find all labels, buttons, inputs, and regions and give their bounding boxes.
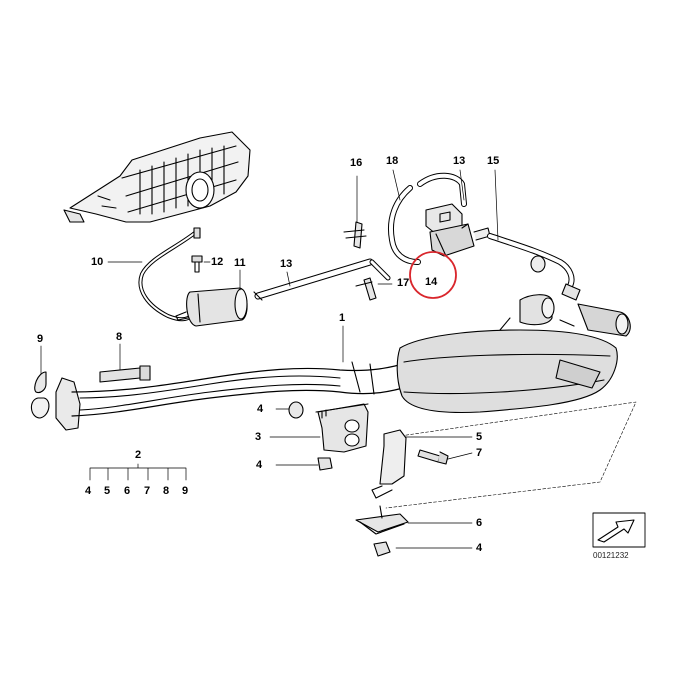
callout-2: 2 (135, 449, 142, 461)
front-flange-drawing (30, 365, 151, 431)
nut-4-bottom-drawing (373, 541, 391, 557)
nut-4-lower-drawing (317, 457, 333, 471)
callout-16: 16 (350, 157, 363, 169)
callout-10: 10 (91, 256, 104, 268)
connector-17-drawing (355, 259, 391, 301)
rear-muffler-drawing (396, 294, 631, 413)
connector-16-drawing (343, 221, 367, 249)
callout-9: 9 (37, 333, 44, 345)
callout-1: 1 (339, 312, 346, 324)
callout-15: 15 (487, 155, 500, 167)
figure-code: 00121232 (593, 551, 629, 560)
callout-14: 14 (425, 276, 438, 288)
callout-2-list-8: 8 (163, 485, 170, 497)
callout-2-list-4: 4 (85, 485, 92, 497)
callout-2-list-9: 9 (182, 485, 189, 497)
pipe-15-drawing (487, 233, 581, 301)
hose-13-upper-drawing (417, 172, 467, 207)
bolt-12-drawing (191, 255, 203, 273)
callout-2-list-6: 6 (124, 485, 131, 497)
hose-18-drawing (388, 185, 421, 265)
callout-13-lower: 13 (280, 258, 293, 270)
callout-8: 8 (116, 331, 123, 343)
dashed-guide (385, 401, 637, 509)
bolt-7-drawing (417, 449, 449, 465)
callout-4-middle: 4 (256, 459, 263, 471)
leader-lines (40, 169, 499, 549)
highlight-circle (409, 251, 457, 299)
callout-11: 11 (234, 257, 246, 269)
clamp-6-drawing (355, 505, 409, 535)
line-13-drawing (253, 258, 374, 301)
callout-7: 7 (476, 447, 483, 459)
canister-11-drawing (175, 287, 248, 327)
callout-17: 17 (397, 277, 410, 289)
callout-6: 6 (476, 517, 483, 529)
hanger-5-drawing (371, 429, 407, 499)
callout-18: 18 (386, 155, 399, 167)
exhaust-pipe-1-drawing (71, 361, 411, 417)
valve-14-drawing (425, 203, 491, 257)
direction-arrow-icon (592, 512, 646, 548)
callout-3: 3 (255, 431, 262, 443)
intake-manifold-drawing (63, 131, 251, 223)
callout-2-list-5: 5 (104, 485, 111, 497)
callout-5: 5 (476, 431, 483, 443)
callout-12: 12 (211, 256, 224, 268)
callout-2-list-7: 7 (144, 485, 151, 497)
callout-13-upper: 13 (453, 155, 466, 167)
rubber-4-drawing (288, 401, 304, 419)
callout-4-bottom: 4 (476, 542, 483, 554)
bracket-3-drawing (315, 403, 369, 453)
callout-4-top: 4 (257, 403, 264, 415)
